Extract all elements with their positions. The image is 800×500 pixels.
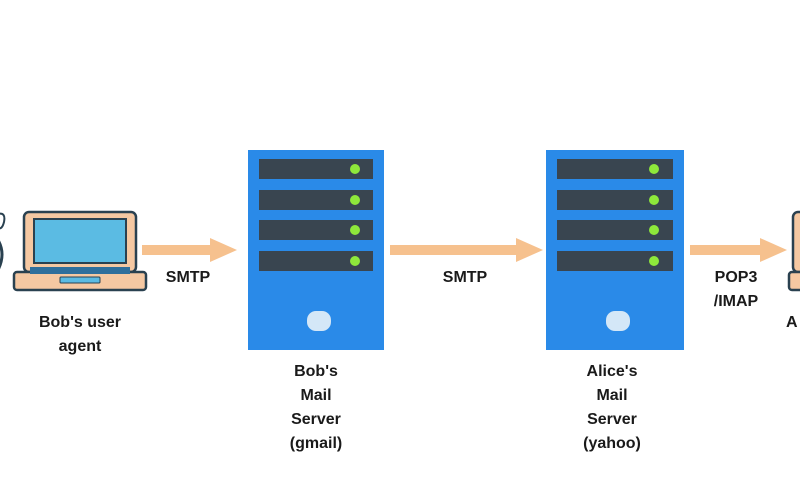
alice-server-icon	[546, 150, 684, 350]
arrow-server-to-alice	[690, 238, 787, 262]
alice-server-line-4: (yahoo)	[583, 435, 641, 452]
edge-label-smtp-1: SMTP	[150, 266, 226, 290]
bob-server-line-2: Mail	[300, 387, 332, 404]
alice-server-line-1: Alice's	[586, 363, 638, 380]
bob-agent-line-1: Bob's user	[38, 314, 122, 331]
bob-agent-line-2: agent	[58, 338, 102, 355]
alice-agent-line-1: A	[786, 314, 798, 331]
arrow-bob-to-server	[142, 238, 237, 262]
alice-mail-server-label: Alice's Mail Server (yahoo)	[556, 360, 668, 456]
arrow-server-to-server	[390, 238, 543, 262]
bob-server-icon	[248, 150, 384, 350]
alice-server-line-3: Server	[587, 411, 637, 428]
imap-line: /IMAP	[713, 293, 759, 310]
bob-mail-server-label: Bob's Mail Server (gmail)	[260, 360, 372, 456]
alice-server-line-2: Mail	[596, 387, 628, 404]
smtp-label-1: SMTP	[165, 269, 211, 286]
alice-user-agent-label: A	[786, 311, 800, 335]
bob-server-line-4: (gmail)	[289, 435, 343, 452]
pop3-line: POP3	[714, 269, 758, 286]
edge-label-pop3-imap: POP3 /IMAP	[696, 266, 776, 314]
alice-laptop-icon	[787, 210, 800, 292]
cropped-person-icon	[0, 212, 6, 270]
smtp-label-2: SMTP	[442, 269, 488, 286]
edge-label-smtp-2: SMTP	[420, 266, 510, 290]
bob-laptop-icon	[12, 210, 148, 292]
bob-user-agent-label: Bob's user agent	[12, 311, 148, 359]
bob-server-line-1: Bob's	[294, 363, 338, 380]
bob-server-line-3: Server	[291, 411, 341, 428]
